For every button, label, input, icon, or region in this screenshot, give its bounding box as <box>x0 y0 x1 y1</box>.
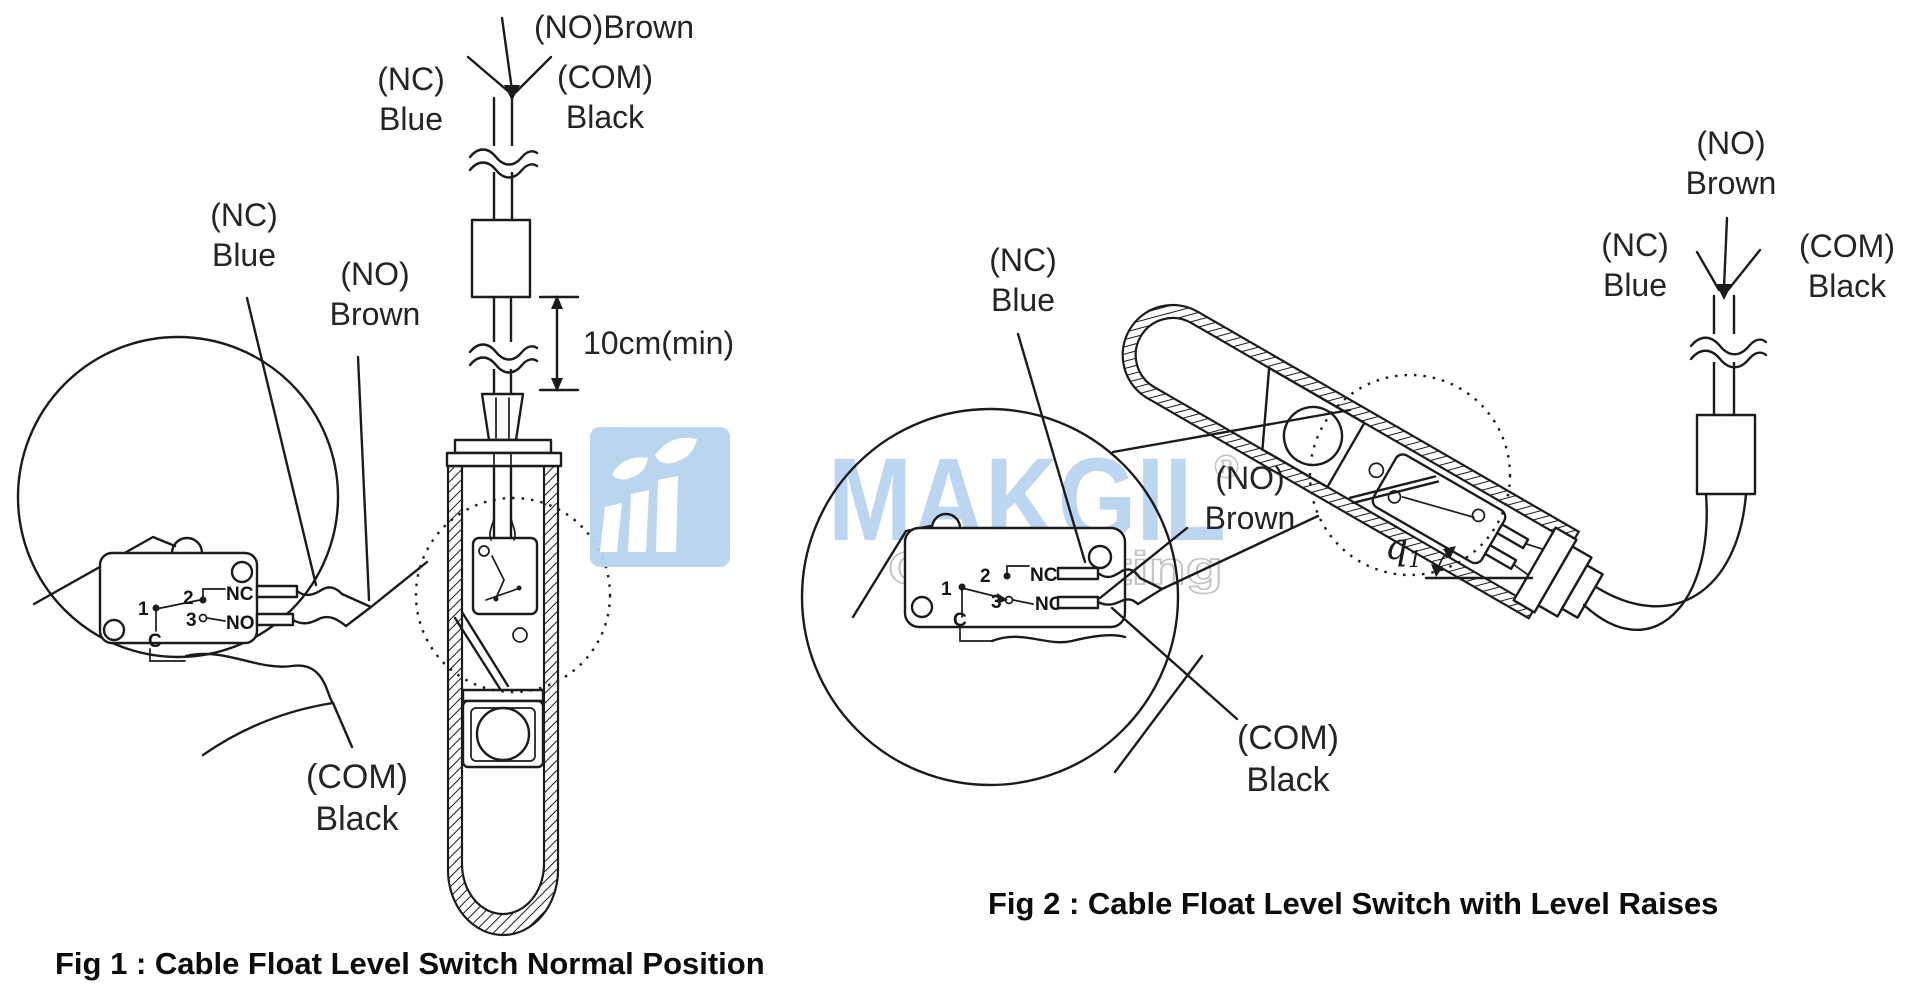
fig2-cable-arrowhead <box>1716 284 1732 300</box>
fig1-label-nc-side: (NC) Blue <box>210 197 278 273</box>
fig2-cable-curve <box>1594 492 1748 608</box>
fig1-label-3: 3 <box>186 610 197 631</box>
fig2-terminal-wires <box>990 514 1320 644</box>
fig2-leader-com-black <box>1110 606 1239 721</box>
fig1-label-com-top: (COM) Black <box>557 59 653 135</box>
fig1-label-no-top: (NO)Brown <box>534 9 695 45</box>
fig2-contact-no-closed <box>961 587 1003 599</box>
fig1-magnifier: 2 1 3 NC NO C <box>16 296 429 757</box>
fig2-tilt-lever <box>1348 475 1440 505</box>
fig2-switch-plunger <box>930 512 962 530</box>
fig1-label-nc-top: (NC) Blue <box>377 61 445 137</box>
fig2-label-nc-side: (NC) Blue <box>989 242 1057 318</box>
fig1-cable <box>468 96 539 547</box>
fig1-label-no-side: (NO) Brown <box>329 256 421 332</box>
fig1-break-mark <box>468 148 539 166</box>
fig2-internal-switch <box>1348 453 1558 584</box>
fig2-label-nc-top: (NC) Blue <box>1601 227 1669 303</box>
fig2-leader-nc-blue <box>1016 332 1087 564</box>
fig1-dimension <box>538 295 580 392</box>
fig1-magnifier-circle <box>16 335 340 659</box>
fig2-detail-dotted-circle <box>1308 373 1512 577</box>
fig2-com-wire <box>990 633 1127 644</box>
fig1-wire-no <box>500 16 514 92</box>
fig2-float-body <box>1121 303 1604 620</box>
fig1-internal-switch <box>453 452 539 694</box>
fig1-label-2: 2 <box>183 588 194 609</box>
fig1-drawing: 2 1 3 NC NO C <box>16 16 612 937</box>
fig2-magnifier-circle <box>800 407 1180 787</box>
fig1-detail-dotted-circle <box>414 496 612 694</box>
fig2-label-2: 2 <box>980 566 991 587</box>
fig2-label-3: 3 <box>991 592 1002 613</box>
fig2-terminal-no <box>1056 595 1100 610</box>
fig1-cable-gland <box>480 392 525 442</box>
fig1-label-1: 1 <box>138 599 149 620</box>
fig1-weight-block <box>470 218 532 299</box>
fig2-label-c: C <box>953 610 967 631</box>
fig1-label-nc: NC <box>226 584 254 605</box>
fig2-magnifier: 2 1 3 NC NO C <box>800 332 1352 787</box>
fig2-break-mark <box>1689 336 1768 356</box>
fig1-terminal-nc <box>255 584 299 599</box>
fig2-cable <box>1582 216 1768 632</box>
fig1-cable-top-wires <box>466 16 553 101</box>
fig2-drawing: 2 1 3 NC NO C <box>800 216 1768 787</box>
watermark-logo <box>590 427 730 567</box>
fig2-angle-label: q1 <box>1385 527 1423 574</box>
fig2-terminal-nc <box>1056 566 1100 581</box>
watermark-registered-mark: ® <box>1214 448 1239 486</box>
fig2-label-no: NO <box>1035 594 1064 615</box>
fig2-label-com-top: (COM) Black <box>1799 228 1895 304</box>
fig2-caption: Fig 2 : Cable Float Level Switch with Le… <box>988 886 1719 921</box>
fig2-label-no-mid: (NO) Brown <box>1204 460 1296 536</box>
fig1-contact-nc-closed <box>155 599 201 610</box>
fig1-com-wire <box>184 652 335 705</box>
fig2-leader-no-brown <box>1098 526 1189 600</box>
fig1-microswitch: 2 1 3 NC NO C <box>32 535 299 662</box>
fig2-callout-upper <box>1111 408 1352 454</box>
fig1-label-com-bottom: (COM) Black <box>306 758 408 839</box>
fig1-ball-chamber <box>461 688 545 769</box>
fig2-gland-step3 <box>1560 564 1604 619</box>
fig1-float-body <box>414 392 612 937</box>
fig1-terminal-wires <box>184 560 429 705</box>
fig1-caption: Fig 1 : Cable Float Level Switch Normal … <box>55 946 765 981</box>
fig1-wire-nc <box>466 55 511 94</box>
fig1-ball <box>475 706 531 762</box>
fig1-label-no: NO <box>226 613 255 634</box>
fig2-angle-marker <box>1424 546 1534 580</box>
fig1-wire-com <box>514 55 553 94</box>
fig1-cable-arrowhead <box>504 85 520 101</box>
fig1-switch-lever <box>32 535 177 606</box>
fig2-leader-cross <box>1113 654 1204 774</box>
fig2-callout-pointer <box>1136 514 1320 606</box>
fig2-label-no-top: (NO) Brown <box>1685 125 1777 201</box>
fig2-label-1: 1 <box>941 579 952 600</box>
fig1-float-wall <box>446 464 560 937</box>
fig1-label-c: C <box>148 631 162 652</box>
fig1-terminal-no <box>255 612 295 627</box>
fig1-tilt-lever <box>453 610 510 694</box>
fig2-microswitch: 2 1 3 NC NO C <box>851 512 1127 642</box>
fig2-label-nc: NC <box>1030 565 1058 586</box>
fig1-leader-com-black <box>201 701 354 757</box>
fig1-leader-no-brown <box>356 355 371 602</box>
fig2-weight-block <box>1695 413 1757 496</box>
fig1-leader-nc-blue <box>245 296 318 587</box>
fig1-break-mark <box>468 343 539 361</box>
fig1-dimension-label: 10cm(min) <box>583 325 735 361</box>
fig2-label-com-mid: (COM) Black <box>1237 719 1339 800</box>
fig1-switch-plunger <box>170 536 204 555</box>
